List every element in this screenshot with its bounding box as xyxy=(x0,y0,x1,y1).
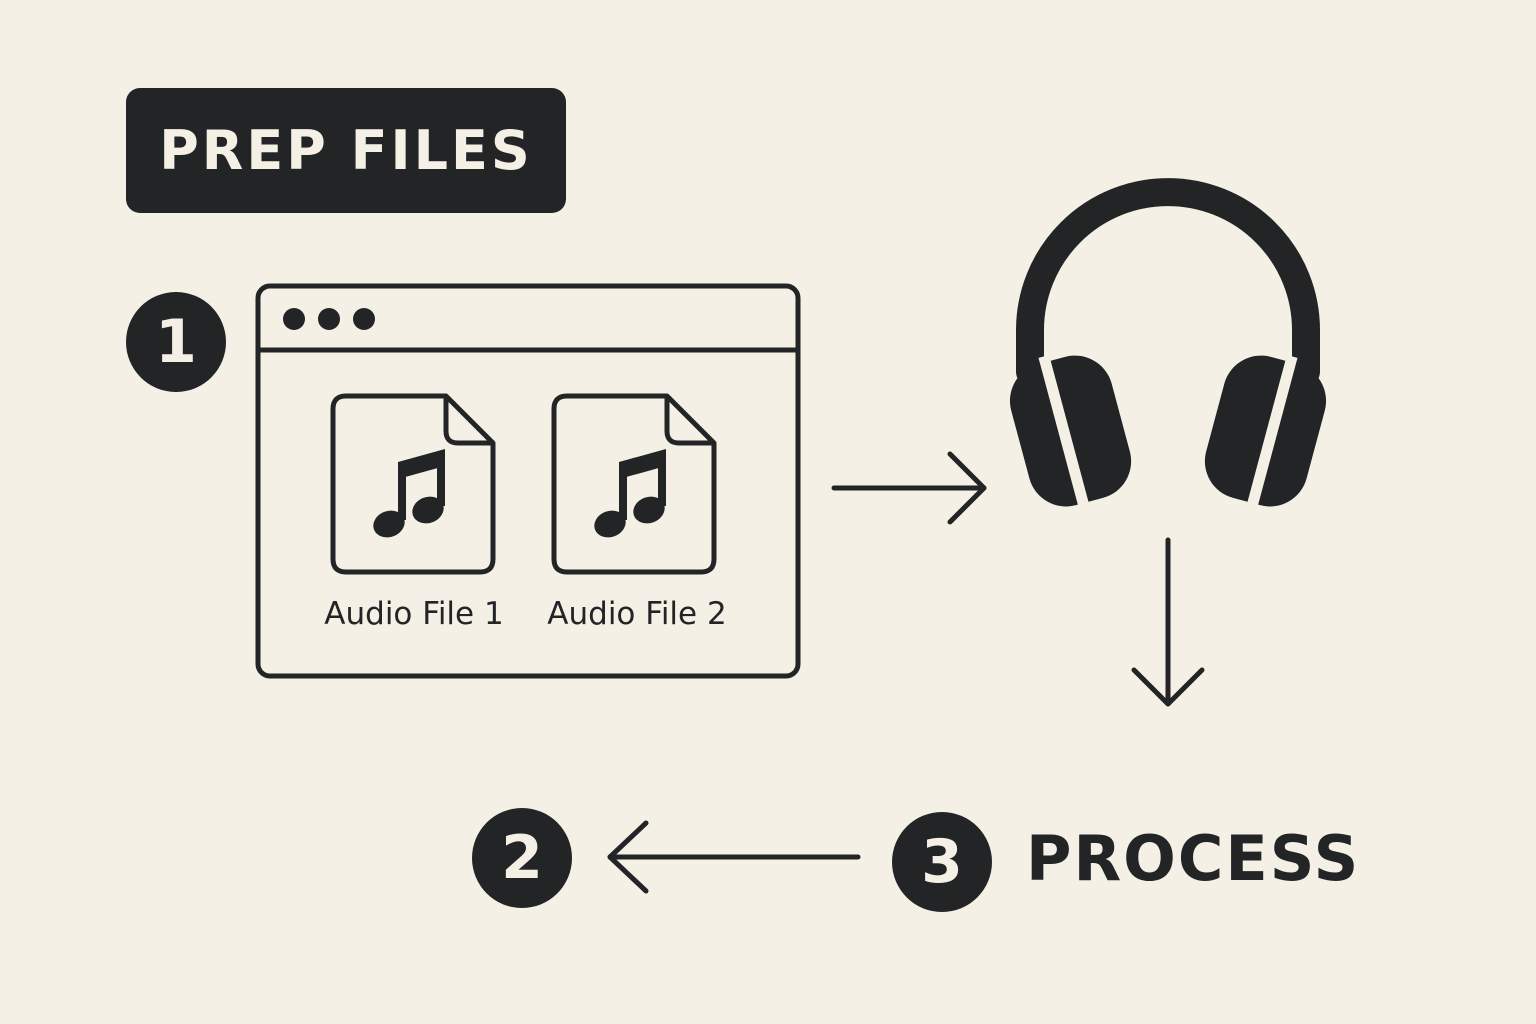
step-2-number: 2 xyxy=(501,823,543,893)
step-1-badge: 1 xyxy=(126,292,226,392)
process-label: PROCESS xyxy=(1026,821,1361,895)
step-2-badge: 2 xyxy=(472,808,572,908)
step-1-number: 1 xyxy=(155,307,197,377)
arrow-down-icon xyxy=(1131,537,1205,707)
music-note-icon xyxy=(594,449,666,538)
step-3-number: 3 xyxy=(921,827,963,897)
prep-files-title: PREP FILES xyxy=(159,119,533,182)
window-dot-2 xyxy=(318,308,340,330)
audio-file-2-icon[interactable] xyxy=(551,393,717,575)
audio-file-2-label: Audio File 2 xyxy=(547,596,726,632)
arrow-left-icon xyxy=(607,820,861,894)
window-dot-1 xyxy=(283,308,305,330)
audio-file-1-icon[interactable] xyxy=(330,393,496,575)
step-3-badge: 3 xyxy=(892,812,992,912)
prep-files-badge: PREP FILES xyxy=(126,88,566,213)
audio-file-1-label: Audio File 1 xyxy=(324,596,503,632)
window-dot-3 xyxy=(353,308,375,330)
music-note-icon xyxy=(373,449,445,538)
browser-window-icon xyxy=(255,283,801,679)
headphones-icon xyxy=(1009,178,1327,509)
arrow-right-icon xyxy=(831,451,987,525)
